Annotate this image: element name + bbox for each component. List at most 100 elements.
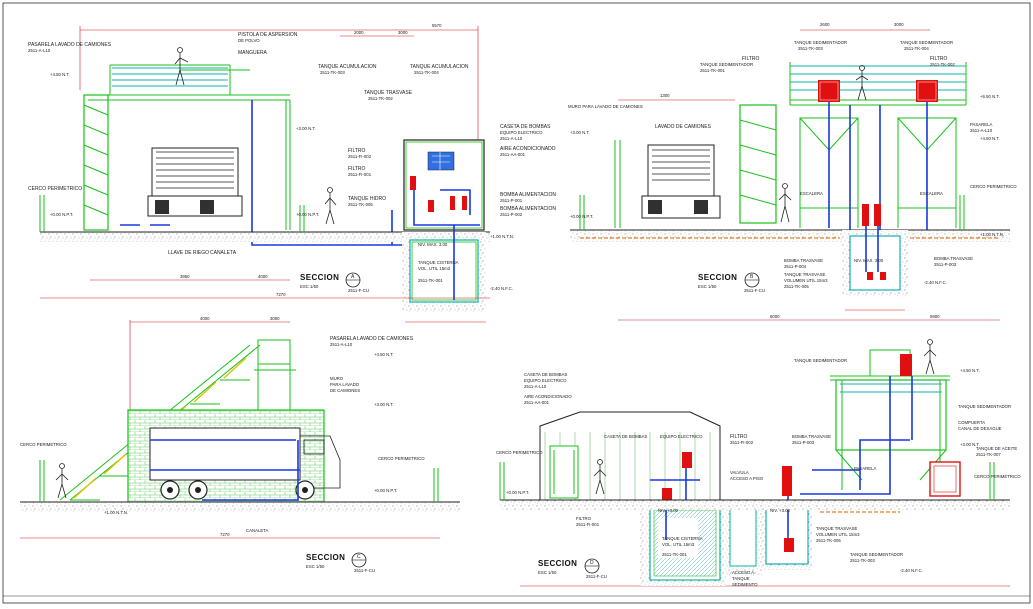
label-b-stair: ESCALERA: [800, 191, 823, 196]
label-a-filter-2-tag: 2511-FI-002: [348, 154, 372, 159]
level-b-top: +6.50 N.T.: [980, 94, 1000, 99]
label-b-pump-3-tag: 2511-P-003: [934, 262, 957, 267]
label-a-pump-2: BOMBA ALIMENTACION: [500, 206, 556, 212]
label-a-electric-tag: 2511-A-L10: [500, 136, 523, 141]
level-b-mid: +4.50 N.T.: [980, 136, 1000, 141]
label-b-filter-2-tag: 2511-TK-002: [930, 62, 955, 67]
label-a-filter-1-tag: 2511-FI-001: [348, 172, 372, 177]
label-d-cistern: TANQUE CISTERNA: [662, 536, 703, 541]
label-b-wall: MURO PARA LAVADO DE CAMIONES: [568, 104, 643, 109]
label-d-pump-house: CASETA DE BOMBAS: [524, 372, 568, 377]
section-a: PASARELA LAVADO DE CAMIONES 2511-A-L10 P…: [28, 23, 556, 323]
label-b-filter-1: FILTRO: [742, 56, 760, 62]
label-d-transfer-tag: 2511-TK-005: [816, 538, 841, 543]
level-d-bottom: -2.40 N.F.C.: [900, 568, 923, 573]
label-d-pump-3-tag: 2511-P-003: [792, 440, 815, 445]
section-c-title: SECCION: [306, 553, 345, 562]
section-b: MURO PARA LAVADO DE CAMIONES LAVADO DE C…: [568, 22, 1017, 321]
label-a-filter-2: FILTRO: [348, 148, 366, 154]
label-c-walkway-tag: 2511-A-L10: [330, 342, 353, 347]
level-c-top: +4.50 N.T.: [374, 352, 394, 357]
label-a-transfer-tank-tag: 2511-TK-002: [368, 96, 393, 101]
label-a-pump-1-tag: 2511-P-001: [500, 198, 523, 203]
label-d-cistern-tag: 2511-TK-001: [662, 552, 687, 557]
level-c-mid: +3.00 N.T.: [374, 402, 394, 407]
label-d-access-3: SEDIMENTO: [732, 582, 758, 587]
label-a-hose: MANGUERA: [238, 50, 268, 56]
label-a-max-level: NIV. MAX. 3.00: [418, 242, 448, 247]
dim-b-3: 1300: [660, 93, 670, 98]
label-b-transfer: TANQUE TRASVASE: [784, 272, 825, 277]
dim-a-1: 2000: [354, 30, 364, 35]
label-a-ac: AIRE ACONDICIONADO: [500, 146, 556, 152]
section-a-title: SECCION: [300, 273, 339, 282]
label-b-sed-3-tag: 2511-TK-003: [798, 46, 823, 51]
label-d-access: ACCESO A: [732, 570, 754, 575]
label-d-transfer: TANQUE TRASVASE: [816, 526, 857, 531]
dim-c-1: 4000: [200, 316, 210, 321]
section-d-scale: ESC 1/50: [538, 570, 557, 575]
label-d-cistern-vol: VOL. UTIL 15m3: [662, 542, 695, 547]
level-a-floor-2: +0.00 N.P.T.: [296, 212, 319, 217]
label-b-sed-1-tag: 2511-TK-001: [700, 68, 725, 73]
section-a-letter: A: [351, 274, 355, 280]
level-a-top: +4.50 N.T.: [50, 72, 70, 77]
label-d-ac-tag: 2511-AA-001: [524, 400, 550, 405]
dim-a-3: 3950: [180, 274, 190, 279]
label-d-fence-left: CERCO PERIMETRICO: [496, 450, 543, 455]
dim-b-1: 2600: [820, 22, 830, 27]
dim-b-5: 5900: [930, 314, 940, 319]
dim-a-4: 4000: [258, 274, 268, 279]
level-c-floor: +0.00 N.P.T.: [374, 488, 397, 493]
label-a-filter-1: FILTRO: [348, 166, 366, 172]
label-d-drain: CANAL DE DESAGUE: [958, 426, 1002, 431]
label-d-electric-2: EQUIPO ELECTRICO: [660, 434, 703, 439]
label-d-access-2: TANQUE: [732, 576, 750, 581]
dim-a-total: 5570: [432, 23, 442, 28]
label-d-oil-tank-tag: 2511-TK-007: [976, 452, 1001, 457]
label-d-electric-tag: 2511-A-L10: [524, 384, 547, 389]
label-a-cistern-tag: 2511-TK-001: [418, 278, 443, 283]
label-c-wall-3: DE CAMIONES: [330, 388, 360, 393]
label-b-walkway: PASARELA: [970, 122, 993, 127]
label-a-walkway: PASARELA LAVADO DE CAMIONES: [28, 42, 112, 48]
label-a-tank-4-tag: 2511-TK-004: [414, 70, 439, 75]
label-a-cistern-vol: VOL. UTIL 15m3: [418, 266, 451, 271]
section-d-title: SECCION: [538, 559, 577, 568]
label-a-tap: LLAVE DE RIEGO: [168, 250, 209, 256]
label-b-pump-4-tag: 2511-P-004: [784, 264, 807, 269]
label-b-transfer-vol: VOLUMEN UTIL 15m3: [784, 278, 828, 283]
label-a-tank-3: TANQUE ACUMULACION: [318, 64, 377, 70]
label-b-transfer-tag: 2511-TK-005: [784, 284, 809, 289]
section-b-title: SECCION: [698, 273, 737, 282]
level-b-wall: +3.00 N.T.: [570, 130, 590, 135]
label-a-fence: CERCO PERIMETRICO: [28, 186, 82, 192]
label-b-fence: CERCO PERIMETRICO: [970, 184, 1017, 189]
section-d-ref: 2511-F-CU: [586, 574, 607, 579]
label-d-pump-house-2: CASETA DE BOMBAS: [604, 434, 648, 439]
label-b-filter-2: FILTRO: [930, 56, 948, 62]
section-a-scale: ESC 1/50: [300, 284, 319, 289]
section-c-letter: C: [357, 554, 361, 560]
section-c-scale: ESC 1/50: [306, 564, 325, 569]
label-c-fence-left: CERCO PERIMETRICO: [20, 442, 67, 447]
label-a-electric: EQUIPO ELECTRICO: [500, 130, 543, 135]
level-a-floor: +0.00 N.P.T.: [50, 212, 73, 217]
label-a-channel: CANALETA: [210, 250, 237, 256]
label-a-pump-house: CASETA DE BOMBAS: [500, 124, 551, 130]
level-d-mid: +3.00 N.T.: [960, 442, 980, 447]
level-a-ground: +1.00 N.T.N.: [490, 234, 514, 239]
label-d-walkway: PASARELA: [854, 466, 877, 471]
dim-b-4: 6000: [770, 314, 780, 319]
label-d-sed-3-tag: 2511-TK-003: [850, 558, 875, 563]
label-c-wall: MURO: [330, 376, 344, 381]
label-b-max-level: NIV. MAX. 3.00: [854, 258, 884, 263]
level-a-mid: +3.00 N.T.: [296, 126, 316, 131]
section-b-letter: B: [750, 274, 754, 280]
label-a-hydro-tank-tag: 2511-TK-005: [348, 202, 373, 207]
label-a-spray-gun: PISTOLA DE ASPERSION: [238, 32, 298, 38]
level-d-top: +4.50 N.T.: [960, 368, 980, 373]
label-d-filter-1-tag: 2511-FI-001: [576, 522, 600, 527]
label-b-sed-4-tag: 2511-TK-004: [904, 46, 929, 51]
